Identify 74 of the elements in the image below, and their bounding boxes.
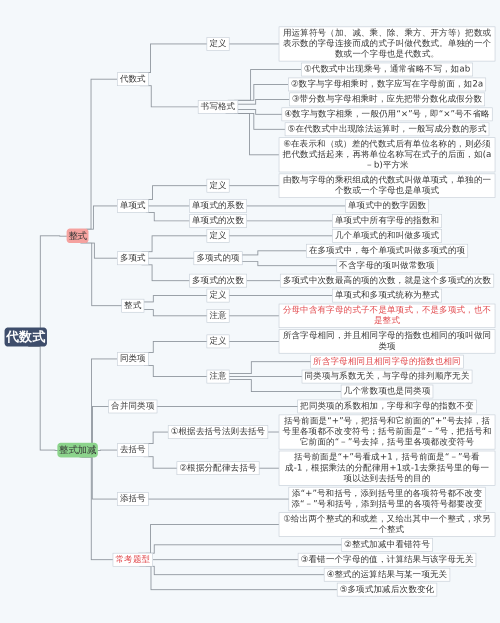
node-box: ⑤在代数式中出现除法运算时，一般写成分数的形式 xyxy=(284,122,490,136)
node-box: 整式 xyxy=(121,298,144,313)
node-box: 单项式的次数 xyxy=(189,214,247,228)
node-box: 定义 xyxy=(206,288,230,302)
node-box: 把同类项的系数相加，字母和字母的指数不变 xyxy=(297,400,477,414)
node-box: 注意 xyxy=(206,309,230,323)
node-box: 单项式中的数字因数 xyxy=(345,199,429,213)
node-box: 多项式的次数 xyxy=(189,274,247,288)
connector xyxy=(228,185,280,186)
node-box: 多项式 xyxy=(117,251,149,266)
connector xyxy=(228,235,333,236)
node-box: ③带分数与字母相乘时，应先把带分数化成假分数 xyxy=(289,92,485,106)
node-box: 去括号 xyxy=(117,443,149,457)
node-box: 所含字母相同且相同字母的指数也相同 xyxy=(310,354,464,368)
node-box: ②数字与字母相乘时，数字应写在字母前面，如2a xyxy=(288,78,486,92)
node-box: ⑤多项式加减后次数变化 xyxy=(336,582,438,596)
node-box: 添括号 xyxy=(117,492,149,506)
node-box: ③看错一个字母的值，计算结果与该字母无关 xyxy=(298,552,476,567)
node-box: 用运算符号（加、减、乘、除、乘方、开方等）把数或表示数的字母连接而成的式子叫做代数式。单独的一个数或一个字母也是代数式。 xyxy=(278,26,496,62)
connector xyxy=(148,258,194,259)
node-box: 定义 xyxy=(206,228,230,243)
node-box: 单项式 xyxy=(117,199,149,213)
node-box: 定义 xyxy=(206,37,230,51)
node-box: 在多项式中，每个单项式叫做多项式的项 xyxy=(306,244,468,258)
node-box: ④数字与数字相乘，一般仍用“×”号，即“×”号不省略 xyxy=(282,108,493,122)
node-box: 定义 xyxy=(206,178,230,193)
connector xyxy=(258,468,280,469)
connector xyxy=(237,109,282,115)
connector xyxy=(148,498,290,500)
node-box: 注意 xyxy=(206,370,230,384)
node-box: 括号前面是“+”号，把括号和它前面的“+”号去掉，括号里各项都不改变符号；括号前面是“－”号，把括号和它前面的“－”号去掉，括号里各项都改变符号 xyxy=(278,414,496,450)
connector xyxy=(228,379,342,392)
connector xyxy=(97,450,118,451)
node-box: 单项式和多项式统称为整式 xyxy=(332,288,442,302)
node-box: ①根据去括号法则去括号 xyxy=(168,425,268,439)
connector xyxy=(144,309,208,316)
connector xyxy=(228,361,312,374)
node-box: 不含字母的项叫做常数项 xyxy=(336,258,438,273)
node-box: 常考题型 xyxy=(112,552,153,567)
node-box: 几个常数项也是同类项 xyxy=(340,384,434,398)
connector xyxy=(242,261,338,266)
node-box: 定义 xyxy=(206,334,230,348)
connector xyxy=(237,98,290,105)
connector xyxy=(246,280,281,282)
node-box: 几个单项式的和叫做多项式 xyxy=(332,228,442,243)
node-box: ②根据分配律去括号 xyxy=(176,461,260,475)
node-box: 代数式 xyxy=(117,72,149,86)
node-box: 同类项与系数无关，与字母的排列顺序无关 xyxy=(302,370,472,384)
connector xyxy=(228,340,280,342)
node-box: 单项式的系数 xyxy=(189,199,247,213)
node-box: 所含字母相同，并且相同字母的指数也相同的项叫做同类项 xyxy=(278,329,496,354)
node-box: ④整式的运算结果与某一项无关 xyxy=(324,568,450,582)
connector xyxy=(228,315,280,316)
connector xyxy=(156,406,298,407)
node-box: 同类项 xyxy=(117,352,149,366)
connector xyxy=(144,295,208,302)
node-box: 多项式的项 xyxy=(194,251,243,266)
connector xyxy=(228,376,302,378)
connector xyxy=(242,250,307,256)
node-box: 多项式中次数最高的项的次数，就是这个多项式的次数 xyxy=(280,274,494,288)
connector xyxy=(152,559,299,560)
node-box: ⑥在表示和（或）差的代数式后有单位名称的，则必须把代数式括起来，再将单位名称写在式子的后面，如(a－b)平方米 xyxy=(278,137,496,172)
connector xyxy=(246,220,333,222)
node-box: 括号前面是“+”号看成+1，括号前面是“－”号看成-1，根据乘法的分配律用+1或-1去乘括号里的每一项以达到去括号的目的 xyxy=(278,450,496,486)
node-box: ②整式加减中看错符号 xyxy=(341,538,433,552)
node-box: 书写格式 xyxy=(198,100,238,114)
connector xyxy=(228,295,333,296)
node-box: 合并同类项 xyxy=(108,400,158,414)
node-box: 添“+”号和括号，添到括号里的各项符号都不改变 添“－”号和括号，添到括号里的各项符号都要改变 xyxy=(288,486,486,512)
node-box: 分母中含有字母的式子不是单项式，不是多项式，也不是整式 xyxy=(278,304,496,328)
node-box: 单项式中所有字母的指数和 xyxy=(332,214,442,228)
node-box: ①代数式中出现乘号，通常省略不写，如ab xyxy=(301,62,473,76)
node-box: ①给出两个整式的和或差，又给出其中一个整式，求另一个整式 xyxy=(278,512,496,537)
node-box: 由数与字母的乘积组成的代数式叫做单项式，单独的一个数或一个字母也是单项式 xyxy=(278,174,496,198)
